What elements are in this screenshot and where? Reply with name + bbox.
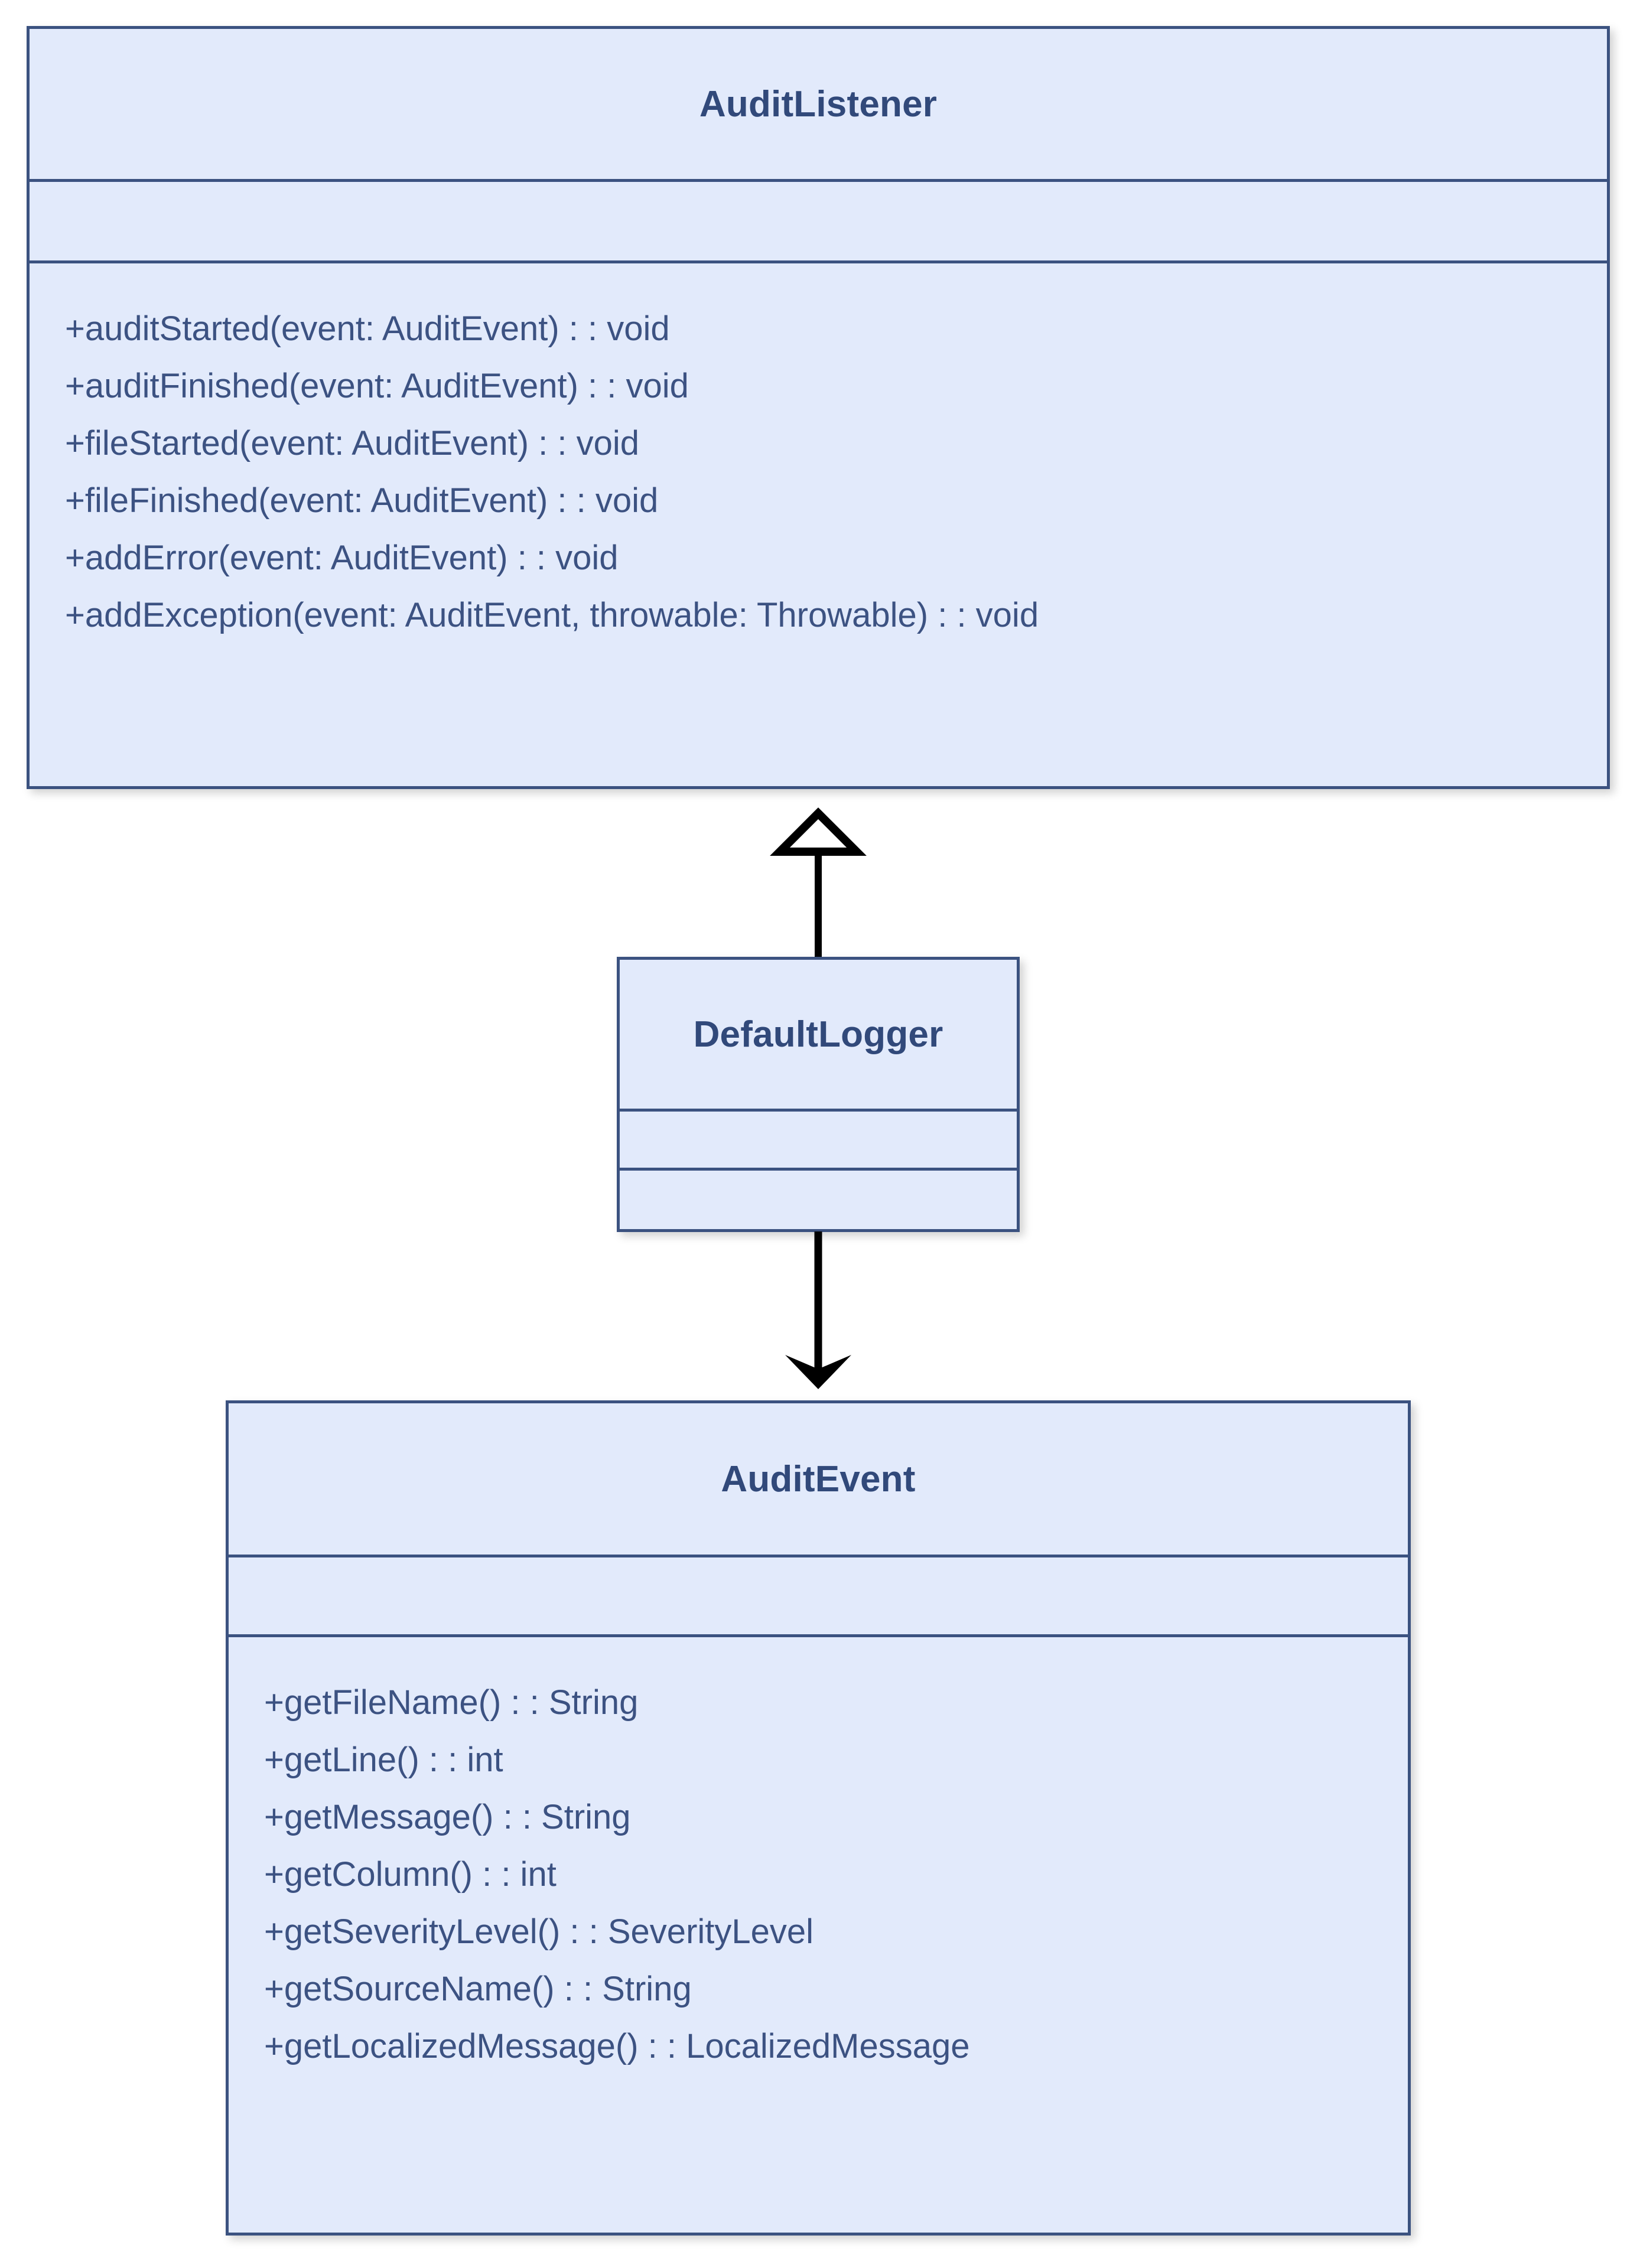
operation-item: +getLine() : : int — [264, 1741, 503, 1779]
operation-item: +getColumn() : : int — [264, 1855, 557, 1894]
open-arrowhead-icon — [785, 1355, 851, 1389]
operation-item: +auditFinished(event: AuditEvent) : : vo… — [65, 367, 689, 405]
operations-compartment-auditevent: +getFileName() : : String +getLine() : :… — [229, 1637, 1408, 2098]
operation-item: +auditStarted(event: AuditEvent) : : voi… — [65, 309, 670, 348]
compartment-divider — [620, 1168, 1017, 1171]
attributes-compartment-auditevent — [229, 1557, 1408, 1634]
compartment-divider — [30, 179, 1607, 182]
compartment-divider — [229, 1555, 1408, 1557]
operation-item: +getSeverityLevel() : : SeverityLevel — [264, 1912, 814, 1951]
uml-class-defaultlogger[interactable]: DefaultLogger — [617, 957, 1020, 1232]
operation-item: +getFileName() : : String — [264, 1683, 639, 1722]
class-name-defaultlogger: DefaultLogger — [693, 1014, 943, 1055]
operations-compartment-auditlistener: +auditStarted(event: AuditEvent) : : voi… — [30, 263, 1607, 667]
operation-item: +fileFinished(event: AuditEvent) : : voi… — [65, 481, 659, 520]
class-name-auditevent: AuditEvent — [721, 1458, 916, 1500]
hollow-triangle-arrowhead-icon — [770, 807, 867, 856]
operation-item: +getMessage() : : String — [264, 1798, 631, 1836]
operation-item: +getSourceName() : : String — [264, 1970, 692, 2008]
operation-item: +addException(event: AuditEvent, throwab… — [65, 596, 1039, 634]
operation-item: +getLocalizedMessage() : : LocalizedMess… — [264, 2027, 970, 2065]
operation-item: +addError(event: AuditEvent) : : void — [65, 539, 619, 577]
attributes-compartment-defaultlogger — [620, 1112, 1017, 1168]
compartment-divider — [30, 260, 1607, 263]
generalization-arrow-defaultlogger-to-auditlistener — [770, 807, 867, 957]
compartment-divider — [620, 1109, 1017, 1112]
uml-class-auditlistener[interactable]: AuditListener +auditStarted(event: Audit… — [27, 26, 1610, 789]
uml-class-auditevent[interactable]: AuditEvent +getFileName() : : String +ge… — [226, 1400, 1411, 2236]
association-arrow-defaultlogger-to-auditevent — [785, 1231, 851, 1389]
operation-item: +fileStarted(event: AuditEvent) : : void — [65, 424, 640, 462]
compartment-divider — [229, 1634, 1408, 1637]
attributes-compartment-auditlistener — [30, 182, 1607, 260]
class-name-auditlistener: AuditListener — [699, 83, 938, 125]
operations-compartment-defaultlogger — [620, 1171, 1017, 1229]
